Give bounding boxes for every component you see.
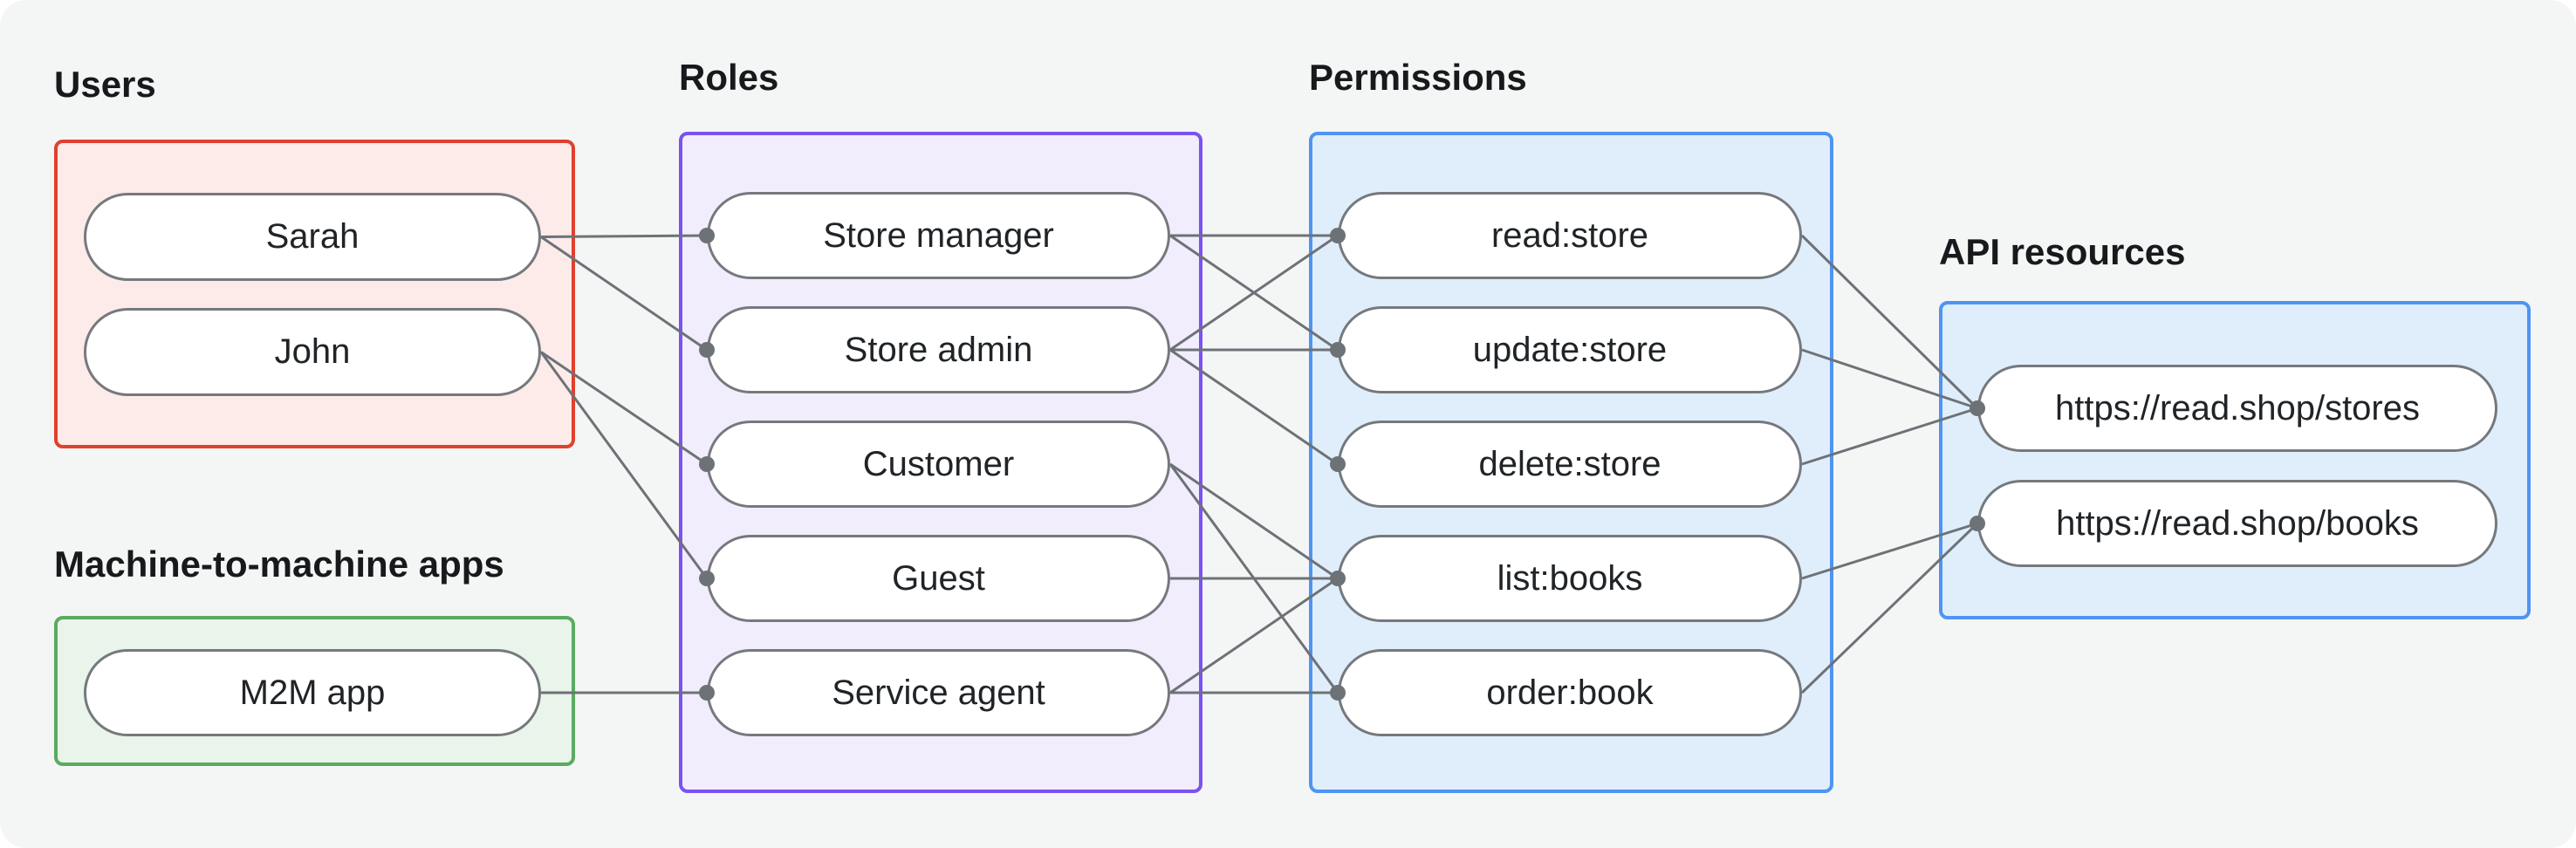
- roles-label: Roles: [679, 57, 779, 98]
- node-list-books: list:books: [1338, 535, 1802, 622]
- node-update-store: update:store: [1338, 306, 1802, 393]
- m2m-apps-label: Machine-to-machine apps: [54, 544, 504, 585]
- node-john: John: [84, 308, 541, 396]
- node-service-agent: Service agent: [707, 649, 1170, 736]
- node-store-manager: Store manager: [707, 192, 1170, 279]
- node-sarah: Sarah: [84, 193, 541, 281]
- node-books-api: https://read.shop/books: [1977, 480, 2497, 567]
- api-resources-group-box: [1939, 301, 2531, 619]
- node-delete-store: delete:store: [1338, 421, 1802, 508]
- permissions-label: Permissions: [1309, 57, 1527, 98]
- api-resources-label: API resources: [1939, 231, 2186, 272]
- node-store-admin: Store admin: [707, 306, 1170, 393]
- node-m2m-app: M2M app: [84, 649, 541, 736]
- node-guest: Guest: [707, 535, 1170, 622]
- node-customer: Customer: [707, 421, 1170, 508]
- node-stores-api: https://read.shop/stores: [1977, 365, 2497, 452]
- node-order-book: order:book: [1338, 649, 1802, 736]
- node-read-store: read:store: [1338, 192, 1802, 279]
- users-group-box: [54, 140, 575, 448]
- users-label: Users: [54, 64, 156, 105]
